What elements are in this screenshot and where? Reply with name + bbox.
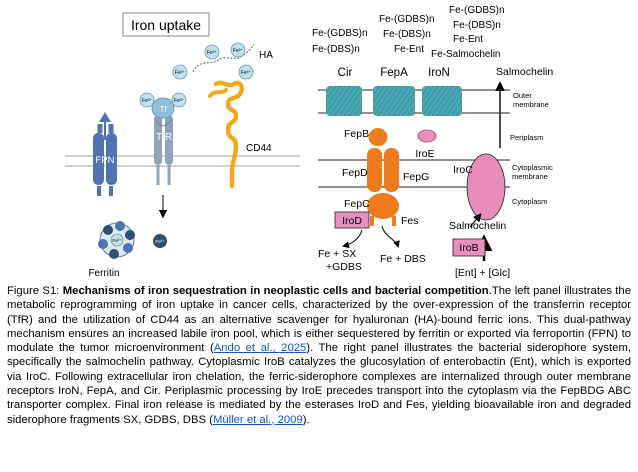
iroc-label: IroC [453, 164, 473, 176]
fes-label: Fes [401, 215, 419, 227]
citation-muller-2009[interactable]: Müller et al., 2009 [212, 413, 303, 426]
iron-complex-gdbs: Fe-(GDBS)n [449, 5, 505, 16]
cir-barrel [326, 86, 362, 116]
irob-box [452, 238, 486, 257]
iron-uptake-title-box [122, 12, 210, 37]
caption-body-1: .The left panel illustrates the metaboli… [7, 285, 631, 355]
ha-label: HA [259, 50, 273, 61]
salmochelin-top-label: Salmochelin [496, 66, 553, 78]
iron-label: IroN [428, 67, 450, 79]
cir-label: Cir [338, 67, 353, 79]
caption-title: Mechanisms of iron sequestration in neop… [62, 285, 489, 297]
fepa-complex-ent: Fe-Ent [394, 44, 424, 55]
fepa-barrel [373, 86, 415, 116]
ha-fe-4: Fe³⁺ [241, 70, 252, 76]
right-panel-siderophore-system: Fe-(GDBS)n Fe-(DBS)n Fe-(GDBS)n Fe-(DBS)… [312, 5, 553, 279]
ha-fe-1: Fe³⁺ [175, 70, 186, 76]
tf-fe-right: Fe³⁺ [174, 98, 185, 104]
iroc-export-arrow [469, 213, 482, 228]
fpn-channel: FPN [93, 112, 117, 196]
irob-label: IroB [459, 242, 478, 254]
ha-fe-3: Fe³⁺ [233, 48, 244, 54]
tf-label: Tf [159, 105, 167, 114]
iroc-protein [466, 153, 506, 221]
iron-complex-salmochelin: Fe-Salmochelin [431, 49, 500, 60]
fepd-label: FepD [342, 167, 368, 179]
free-fe: Fe³⁺ [155, 239, 165, 244]
fepb-protein: FepB [344, 128, 388, 146]
fepg-label: FepG [403, 171, 429, 183]
iron-uptake-title: Iron uptake [131, 17, 201, 33]
ha-fe-2: Fe³⁺ [207, 50, 218, 56]
fepa-complex-gdbs: Fe-(GDBS)n [379, 14, 435, 25]
product-gdbs: +GDBS [326, 261, 362, 273]
cytoplasm-label: Cytoplasm [512, 197, 547, 206]
ferritin-cage: Fe³⁺ Fe³⁺ Ferritin [88, 221, 167, 279]
fpn-label: FPN [96, 155, 115, 166]
irod-release-arrow [342, 229, 363, 249]
fepb-label: FepB [344, 128, 369, 140]
figure-s1-illustration: Iron uptake FPN TfR Tf Fe³⁺ [65, 5, 553, 279]
product-fe-sx: Fe + SX [318, 248, 356, 260]
caption-body-3: ). [302, 413, 310, 426]
fepa-complex-dbs: Fe-(DBS)n [383, 29, 431, 40]
iron-barrel [422, 86, 462, 116]
ferritin-label: Ferritin [88, 268, 119, 279]
cd44-label: CD44 [246, 143, 272, 154]
cir-complex-dbs: Fe-(DBS)n [312, 44, 360, 55]
ha-chain: Fe³⁺ Fe³⁺ Fe³⁺ Fe³⁺ HA [172, 42, 273, 80]
tfr-receptor: TfR Tf Fe³⁺ Fe³⁺ [139, 92, 187, 219]
product-fe-dbs: Fe + DBS [380, 253, 426, 265]
cir-complex-gdbs: Fe-(GDBS)n [312, 28, 368, 39]
ferritin-fe: Fe³⁺ [112, 238, 122, 243]
citation-ando-2025[interactable]: Ando et al., 2025 [213, 342, 307, 355]
left-panel-iron-uptake: Iron uptake FPN TfR Tf Fe³⁺ [65, 12, 300, 279]
irod-box [334, 211, 370, 229]
fepdg-transporter [367, 148, 399, 226]
cell-membrane [65, 155, 300, 167]
periplasm-label: Periplasm [510, 133, 543, 142]
fepc-label: FepC [344, 198, 370, 210]
iron-complex-dbs: Fe-(DBS)n [453, 20, 501, 31]
fepa-label: FepA [380, 67, 408, 79]
tf-fe-left: Fe³⁺ [142, 98, 153, 104]
caption-figure-label: Figure S1: [7, 285, 63, 297]
irod-label: IroD [342, 215, 362, 227]
figure-caption: Figure S1: Mechanisms of iron sequestrat… [7, 284, 631, 427]
tf-protein [151, 97, 175, 119]
iroe-protein [417, 129, 437, 143]
cd44-receptor: CD44 [208, 80, 272, 189]
caption-body-2: ). The right panel illustrates the bacte… [7, 342, 632, 426]
salmochelin-bottom-label: Salmochelin [449, 220, 506, 232]
tfr-label: TfR [156, 132, 172, 143]
iroe-label: IroE [415, 148, 434, 160]
fes-release-arrow [381, 225, 400, 248]
iron-complex-ent: Fe-Ent [453, 34, 483, 45]
product-ent-glc: [Ent] + [Glc] [455, 267, 510, 279]
